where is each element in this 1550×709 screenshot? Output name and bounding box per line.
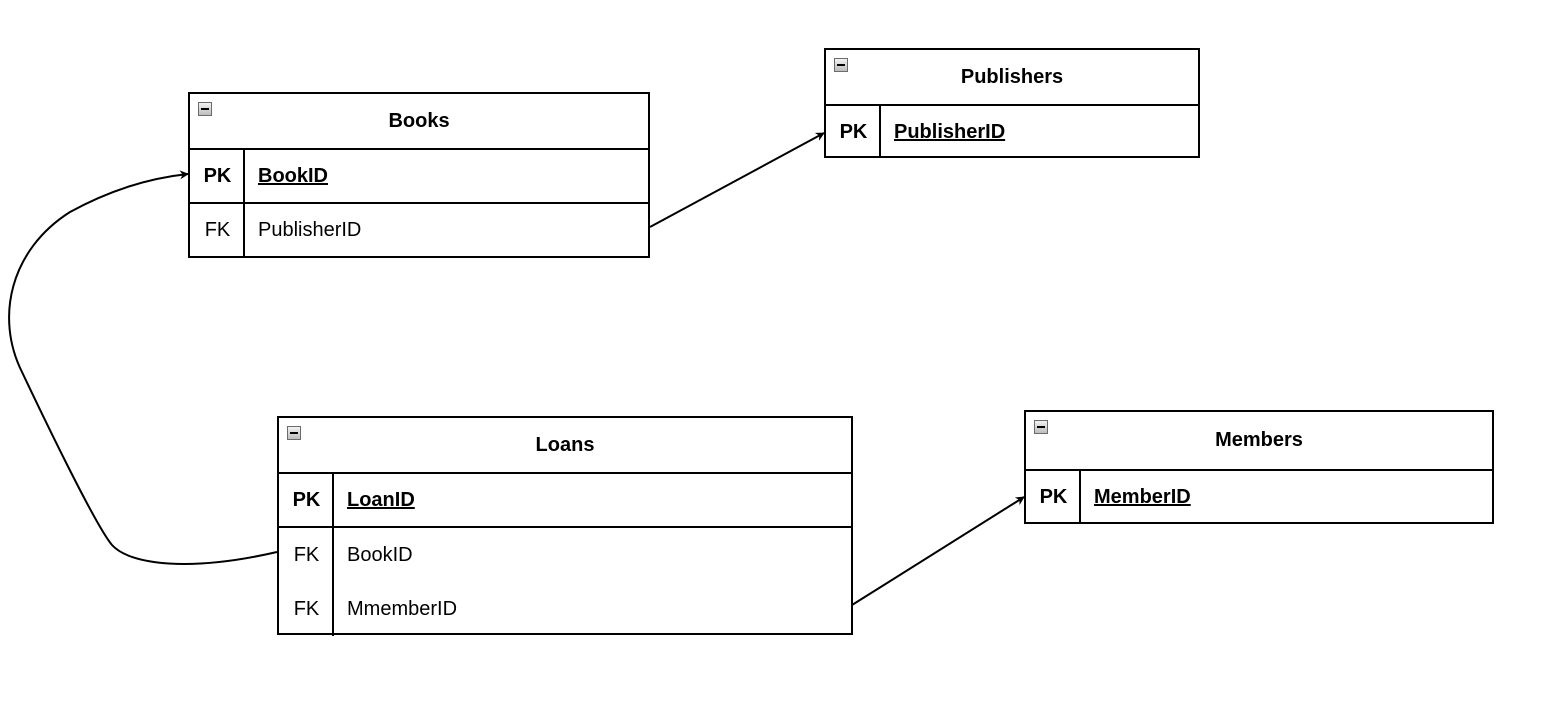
- entity-title: Loans: [535, 433, 595, 456]
- fk-row[interactable]: FK MmemberID: [279, 582, 851, 636]
- collapse-icon[interactable]: [287, 426, 301, 440]
- key-label: PK: [292, 488, 321, 511]
- key-label: FK: [293, 597, 320, 620]
- field-name: PublisherID: [894, 120, 1006, 143]
- collapse-icon[interactable]: [1034, 420, 1048, 434]
- entity-loans[interactable]: Loans PK LoanID FK BookID FK MmemberID: [277, 416, 853, 636]
- entity-header: Books: [190, 94, 648, 150]
- field-name: BookID: [347, 543, 413, 566]
- entity-rows: PK PublisherID: [826, 106, 1198, 158]
- key-label: PK: [203, 164, 232, 187]
- pk-row[interactable]: PK MemberID: [1026, 471, 1492, 524]
- entity-members[interactable]: Members PK MemberID: [1024, 410, 1494, 524]
- fk-row[interactable]: FK BookID: [279, 528, 851, 582]
- entity-title: Publishers: [960, 65, 1064, 88]
- field-name: PublisherID: [258, 219, 362, 241]
- collapse-icon[interactable]: [834, 58, 848, 72]
- entity-header: Members: [1026, 412, 1492, 471]
- collapse-icon[interactable]: [198, 102, 212, 116]
- key-label: PK: [1039, 486, 1068, 508]
- connector-loans-to-members: [851, 496, 1025, 606]
- pk-row[interactable]: PK LoanID: [279, 474, 851, 528]
- entity-title: Members: [1215, 429, 1303, 451]
- pk-row[interactable]: PK PublisherID: [826, 106, 1198, 158]
- key-label: PK: [839, 120, 868, 143]
- key-label: FK: [204, 219, 231, 241]
- entity-books[interactable]: Books PK BookID FK PublisherID: [188, 92, 650, 258]
- entity-rows: PK MemberID: [1026, 471, 1492, 524]
- field-name: MmemberID: [347, 597, 458, 620]
- entity-rows: PK LoanID FK BookID FK MmemberID: [279, 474, 851, 636]
- entity-header: Loans: [279, 418, 851, 474]
- connector-books-to-publishers: [649, 132, 825, 228]
- entity-title: Books: [388, 109, 450, 132]
- fk-row[interactable]: FK PublisherID: [190, 204, 648, 257]
- field-name: BookID: [258, 164, 328, 187]
- field-name: MemberID: [1094, 486, 1191, 508]
- entity-publishers[interactable]: Publishers PK PublisherID: [824, 48, 1200, 158]
- entity-rows: PK BookID FK PublisherID: [190, 150, 648, 257]
- pk-row[interactable]: PK BookID: [190, 150, 648, 204]
- field-name: LoanID: [347, 488, 415, 511]
- key-label: FK: [293, 543, 320, 566]
- entity-header: Publishers: [826, 50, 1198, 106]
